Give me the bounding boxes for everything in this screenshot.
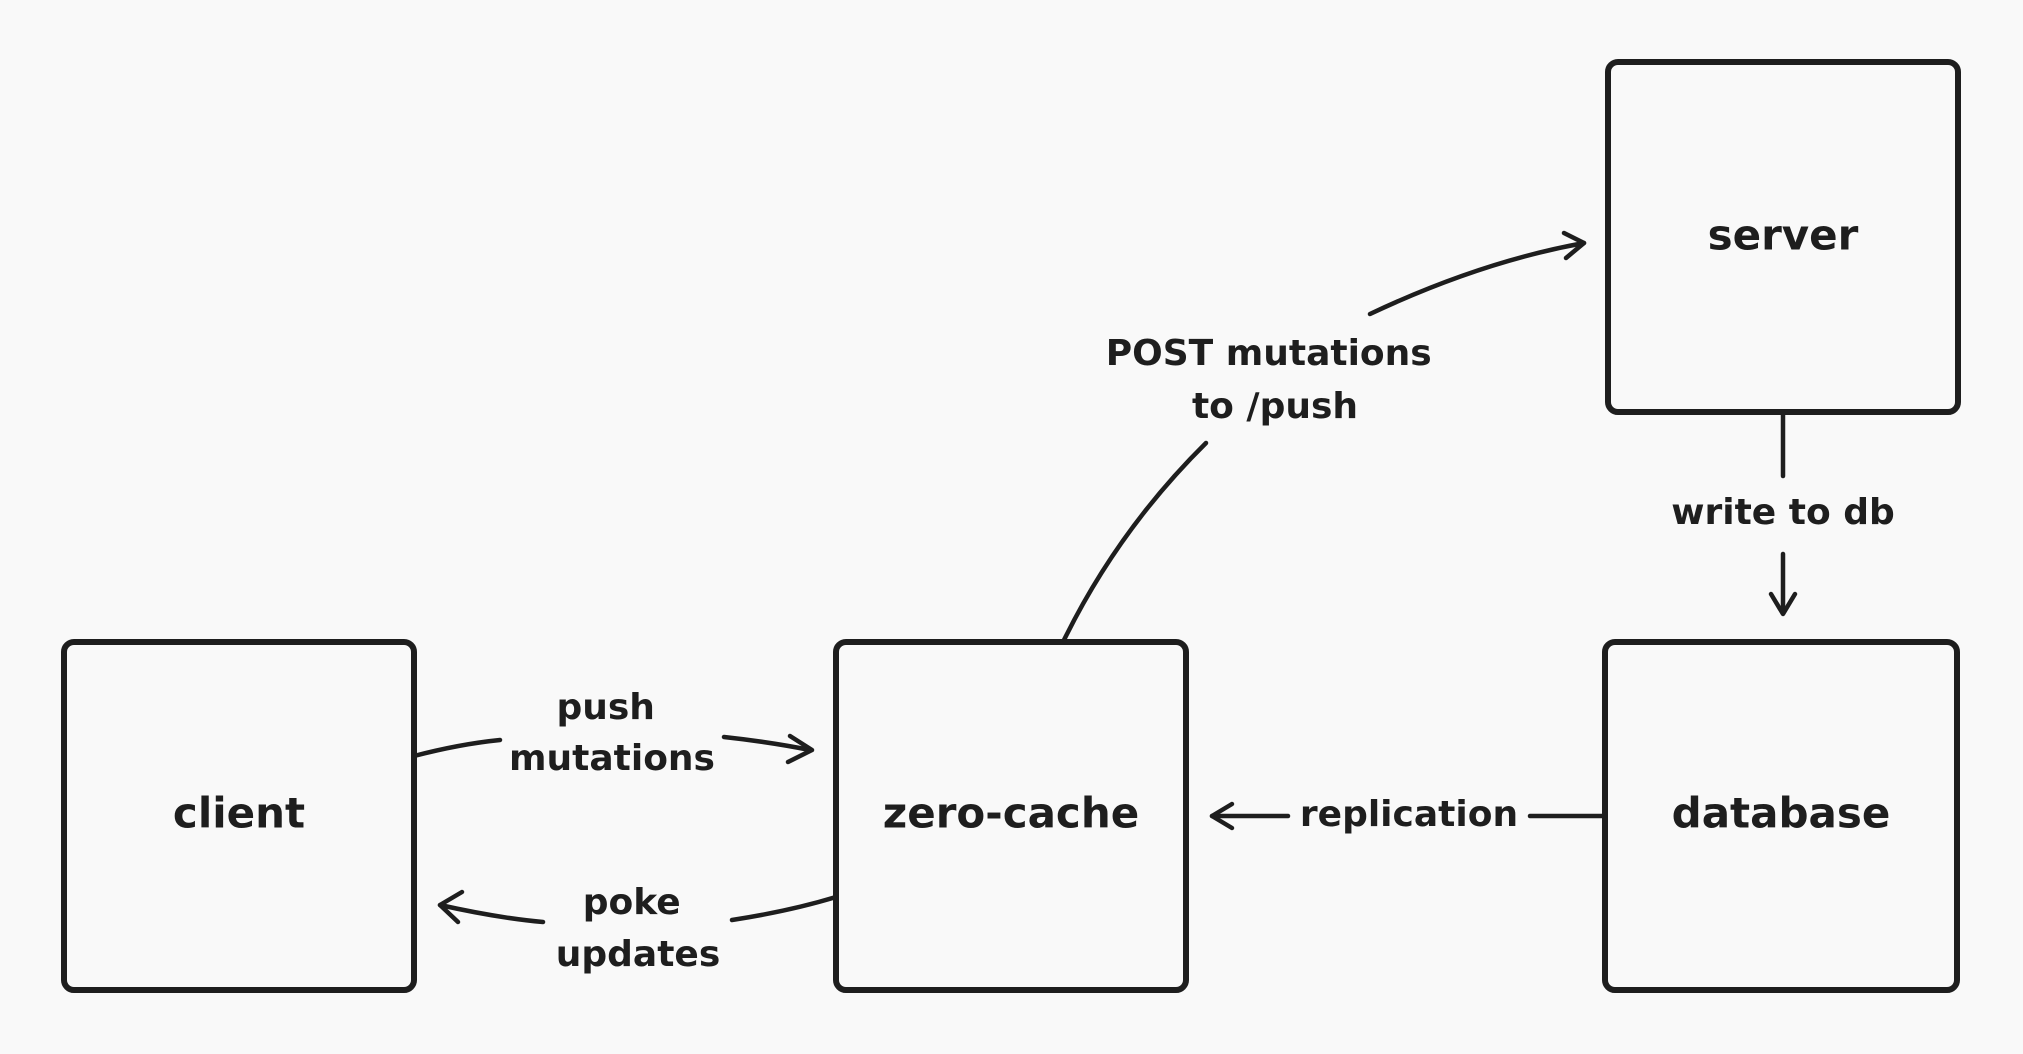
- post-mutations-label-line-2: to /push: [1192, 386, 1358, 427]
- edge-post-mutations: POST mutations to /push: [1061, 230, 1587, 643]
- post-mutations-line-end: [1367, 240, 1587, 317]
- push-mutations-label-line-1: push: [556, 687, 654, 728]
- poke-updates-line-end: [437, 902, 546, 925]
- push-mutations-arrowhead: [785, 733, 815, 765]
- post-mutations-line-start: [1061, 440, 1209, 643]
- node-zero-cache: zero-cache: [833, 639, 1189, 993]
- zero-cache-label: zero-cache: [883, 789, 1139, 838]
- poke-updates-label-line-2: updates: [556, 934, 721, 975]
- poke-updates-label-line-1: poke: [583, 882, 681, 923]
- poke-updates-line-start: [729, 894, 839, 923]
- poke-updates-arrowhead: [437, 889, 465, 925]
- edge-push-mutations: push mutations: [411, 687, 815, 779]
- push-mutations-line-start: [411, 737, 503, 759]
- node-server: server: [1605, 59, 1961, 415]
- node-client: client: [61, 639, 417, 993]
- edge-poke-updates: poke updates: [437, 882, 839, 975]
- client-label: client: [173, 789, 305, 838]
- post-mutations-arrowhead: [1561, 230, 1587, 261]
- replication-arrowhead: [1209, 801, 1235, 831]
- push-mutations-line-end: [721, 734, 813, 753]
- replication-label: replication: [1300, 794, 1518, 835]
- database-label: database: [1672, 789, 1891, 838]
- write-to-db-arrowhead: [1768, 591, 1798, 617]
- client-box: [61, 639, 417, 993]
- push-mutations-label-line-2: mutations: [509, 738, 715, 779]
- write-to-db-label: write to db: [1671, 492, 1895, 533]
- post-mutations-label-line-1: POST mutations: [1106, 333, 1432, 374]
- edge-replication: replication: [1209, 794, 1608, 835]
- server-label: server: [1708, 211, 1859, 260]
- node-database: database: [1602, 639, 1960, 993]
- post-mutations-label: POST mutations to /push: [1106, 333, 1445, 427]
- poke-updates-label: poke updates: [556, 882, 721, 975]
- zero-cache-box: [833, 639, 1189, 993]
- edge-write-to-db: write to db: [1671, 411, 1895, 617]
- push-mutations-label: push mutations: [509, 687, 715, 779]
